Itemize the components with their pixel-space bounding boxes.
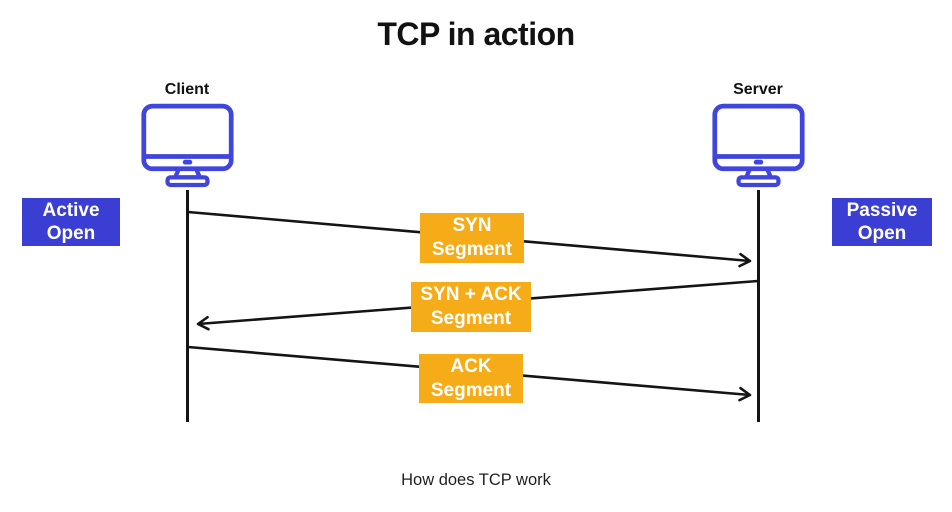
passive-open-badge: Passive Open [832,198,932,246]
syn-segment-badge: SYN Segment [420,213,524,263]
ack-segment-line1: ACK [450,355,492,377]
ack-segment-badge: ACK Segment [419,354,523,403]
server-computer-icon [711,103,806,189]
active-open-line2: Open [46,223,96,244]
client-label: Client [164,81,210,98]
syn-ack-segment-line1: SYN + ACK [420,284,522,305]
syn-segment-line2: Segment [431,239,513,260]
caption: How does TCP work [401,471,551,489]
syn-ack-segment-line2: Segment [430,308,512,329]
active-open-badge: Active Open [22,198,120,246]
ack-segment-line2: Segment [430,379,512,401]
client-computer-icon [140,103,235,189]
active-open-line1: Active [42,200,100,221]
server-label: Server [733,81,783,98]
syn-segment-line1: SYN [452,215,492,236]
syn-ack-segment-badge: SYN + ACK Segment [411,282,531,332]
passive-open-line2: Open [857,223,907,244]
page-title: TCP in action [377,16,575,52]
passive-open-line1: Passive [846,200,918,221]
